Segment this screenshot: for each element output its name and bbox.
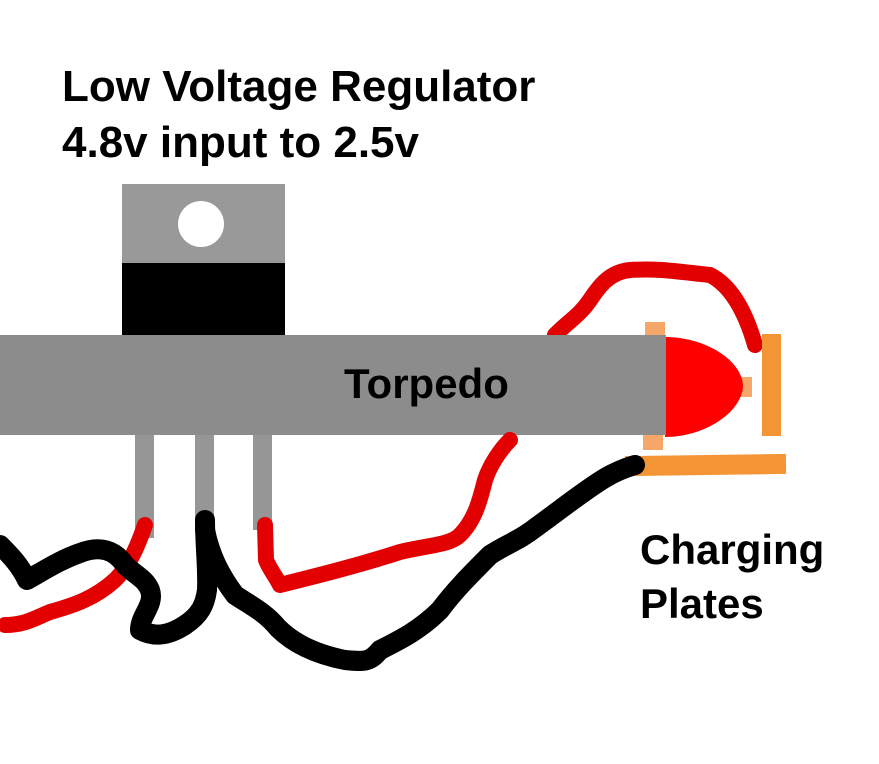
red-wire-left bbox=[0, 517, 153, 633]
regulator-mount-hole bbox=[178, 201, 224, 247]
charging-plates-label-line2: Plates bbox=[640, 580, 764, 627]
charging-plates-label-line1: Charging bbox=[640, 526, 825, 573]
charging-plate-vertical bbox=[762, 334, 781, 436]
black-wire-right bbox=[195, 455, 645, 671]
red-wire-right bbox=[257, 432, 518, 593]
charging-plate-horizontal bbox=[624, 453, 787, 477]
torpedo-body bbox=[0, 335, 666, 435]
red-wire-led bbox=[547, 261, 763, 353]
torpedo-label: Torpedo bbox=[344, 360, 509, 407]
diagram-title-line1: Low Voltage Regulator bbox=[62, 62, 536, 111]
regulator-body bbox=[122, 263, 285, 338]
regulator-pin-3 bbox=[253, 430, 272, 530]
led bbox=[665, 337, 743, 437]
regulator-pin-1 bbox=[135, 430, 154, 538]
led-lead-tip bbox=[740, 377, 752, 397]
diagram-title-line2: 4.8v input to 2.5v bbox=[62, 118, 419, 167]
black-wire-left bbox=[0, 510, 218, 645]
regulator-pin-2 bbox=[195, 430, 214, 530]
